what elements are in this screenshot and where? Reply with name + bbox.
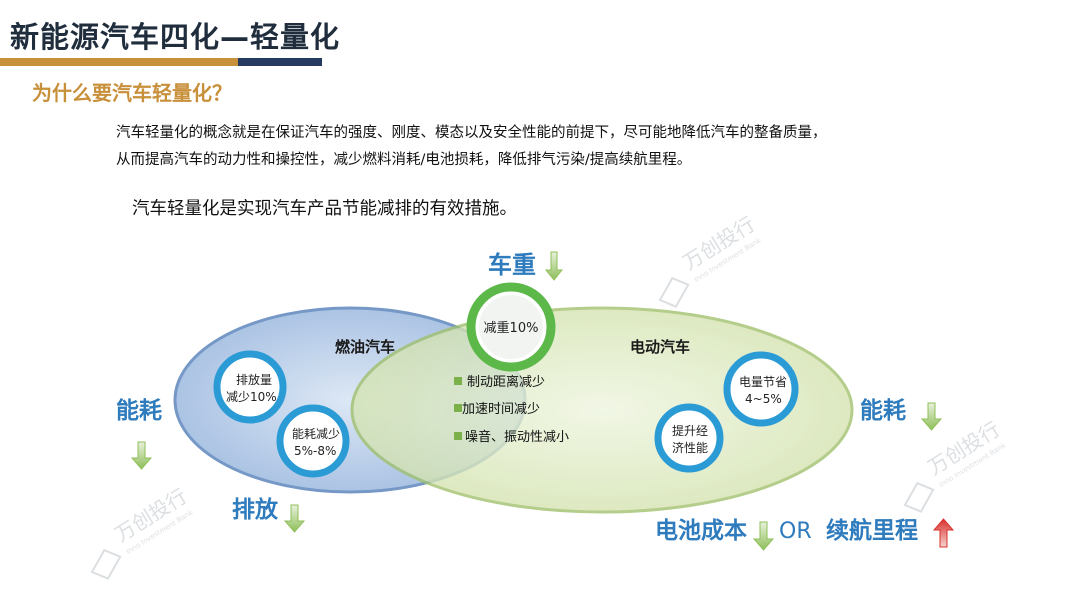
left-emission-label: 排放 bbox=[232, 496, 279, 523]
weight-reduction-ring-inner bbox=[479, 295, 543, 359]
overlap-item-3: 噪音、振动性减小 bbox=[465, 429, 569, 445]
electric-car-title: 电动汽车 bbox=[630, 338, 690, 356]
watermark-2: 万创投行 Inno Investment Bank bbox=[903, 417, 1008, 513]
fuel-car-title: 燃油汽车 bbox=[335, 338, 395, 356]
key-statement: 汽车轻量化是实现汽车产品节能减排的有效措施。 bbox=[132, 199, 517, 219]
overlap-item-1: 制动距离减少 bbox=[467, 374, 545, 390]
battery-cost-down-arrow bbox=[752, 521, 775, 551]
overlap-bullet-3 bbox=[454, 432, 462, 440]
right-energy-label: 能耗 bbox=[860, 397, 906, 424]
economy-line2: 济性能 bbox=[672, 440, 708, 455]
range-up-arrow bbox=[932, 518, 955, 548]
title-underline-accent bbox=[0, 58, 238, 66]
power-saving-bubble: 电量节省 4~5% bbox=[723, 351, 799, 427]
energy-bubble: 能耗减少 5%-8% bbox=[276, 404, 350, 478]
battery-cost-label: 电池成本 bbox=[655, 518, 747, 544]
watermark-1: 万创投行 Inno Investment Bank bbox=[658, 212, 763, 308]
right-energy-down-arrow bbox=[920, 402, 943, 431]
power-saving-line1: 电量节省 bbox=[739, 375, 787, 389]
economy-line1: 提升经 bbox=[672, 423, 708, 438]
left-energy-label: 能耗 bbox=[116, 397, 162, 424]
energy-bubble-line1: 能耗减少 bbox=[292, 427, 340, 441]
left-emission-down-arrow bbox=[283, 504, 306, 533]
or-label: OR bbox=[779, 519, 812, 544]
emission-bubble: 排放量 减少10% bbox=[213, 350, 287, 424]
weight-reduction-text: 减重10% bbox=[484, 320, 539, 336]
left-energy-down-arrow bbox=[130, 441, 153, 470]
vehicle-weight-down-arrow bbox=[544, 251, 564, 281]
energy-bubble-line2: 5%-8% bbox=[294, 444, 336, 458]
section-subtitle: 为什么要汽车轻量化？ bbox=[32, 81, 232, 105]
overlap-list: 制动距离减少 加速时间减少 噪音、振动性减小 bbox=[454, 374, 569, 445]
range-label: 续航里程 bbox=[826, 517, 918, 544]
overlap-item-2: 加速时间减少 bbox=[462, 402, 540, 417]
overlap-bullet-2 bbox=[454, 404, 462, 412]
title-underline-dark bbox=[238, 58, 322, 66]
emission-bubble-line2: 减少10% bbox=[226, 390, 277, 404]
intro-line-2: 从而提高汽车的动力性和操控性，减少燃料消耗/电池损耗，降低排气污染/提高续航里程… bbox=[116, 152, 692, 168]
page-title: 新能源汽车四化—轻量化 bbox=[10, 20, 341, 54]
electric-car-ellipse bbox=[350, 306, 854, 514]
vehicle-weight-label: 车重 bbox=[488, 251, 536, 279]
emission-bubble-line1: 排放量 bbox=[236, 372, 272, 387]
intro-line-1: 汽车轻量化的概念就是在保证汽车的强度、刚度、模态以及安全性能的前提下，尽可能地降… bbox=[116, 125, 827, 141]
power-saving-line2: 4~5% bbox=[745, 392, 782, 406]
intro-paragraph: 汽车轻量化的概念就是在保证汽车的强度、刚度、模态以及安全性能的前提下，尽可能地降… bbox=[116, 120, 996, 174]
overlap-bullet-1 bbox=[454, 377, 462, 385]
watermark-3: 万创投行 Inno Investment Bank bbox=[90, 484, 195, 580]
economy-bubble: 提升经 济性能 bbox=[654, 403, 724, 473]
